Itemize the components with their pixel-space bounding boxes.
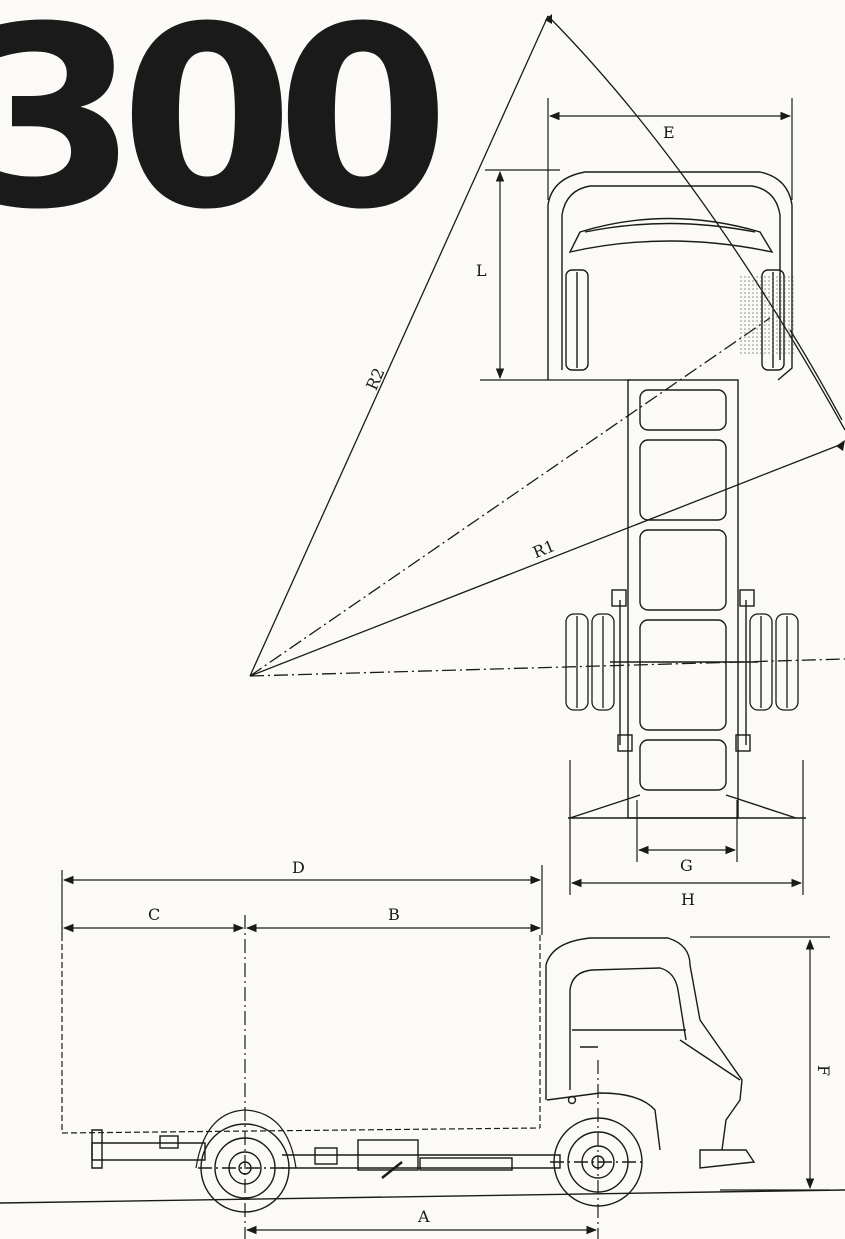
top-view-chassis — [568, 379, 806, 819]
r2-arc — [547, 15, 845, 431]
label-e: E — [663, 123, 675, 142]
label-g: G — [680, 856, 693, 875]
ground-line — [0, 1189, 845, 1204]
rear-axle-center-line — [249, 658, 845, 677]
dimension-f — [690, 936, 830, 1191]
side-view-cab — [545, 937, 756, 1169]
title-text: 300 — [0, 0, 438, 264]
dimension-e — [547, 98, 793, 200]
top-view-rear-wheels — [565, 613, 799, 711]
r2-line — [249, 15, 549, 677]
title-logo: 300 — [0, 0, 456, 264]
dimension-g — [636, 800, 738, 862]
side-view-chassis — [91, 1129, 561, 1179]
label-r2: R2 — [362, 365, 388, 393]
label-f: F — [814, 1065, 833, 1076]
label-d: D — [292, 858, 305, 877]
dimension-h — [569, 760, 804, 895]
label-h: H — [681, 890, 695, 909]
label-r1: R1 — [530, 536, 558, 562]
side-view-body-outline — [61, 915, 599, 1239]
side-view-front-wheel — [198, 1117, 646, 1207]
top-view-cab — [547, 171, 795, 381]
r1-line — [249, 443, 843, 677]
turning-radius-lines — [249, 14, 845, 677]
label-l: L — [476, 261, 487, 280]
dimension-l — [480, 169, 630, 381]
steer-center-line-front — [249, 317, 771, 677]
label-a: A — [417, 1207, 430, 1226]
label-b: B — [388, 905, 400, 924]
label-c: C — [148, 905, 160, 924]
r1-arc — [789, 329, 843, 421]
side-view-rear-wheel — [195, 1109, 297, 1213]
dimension-d — [61, 865, 543, 935]
